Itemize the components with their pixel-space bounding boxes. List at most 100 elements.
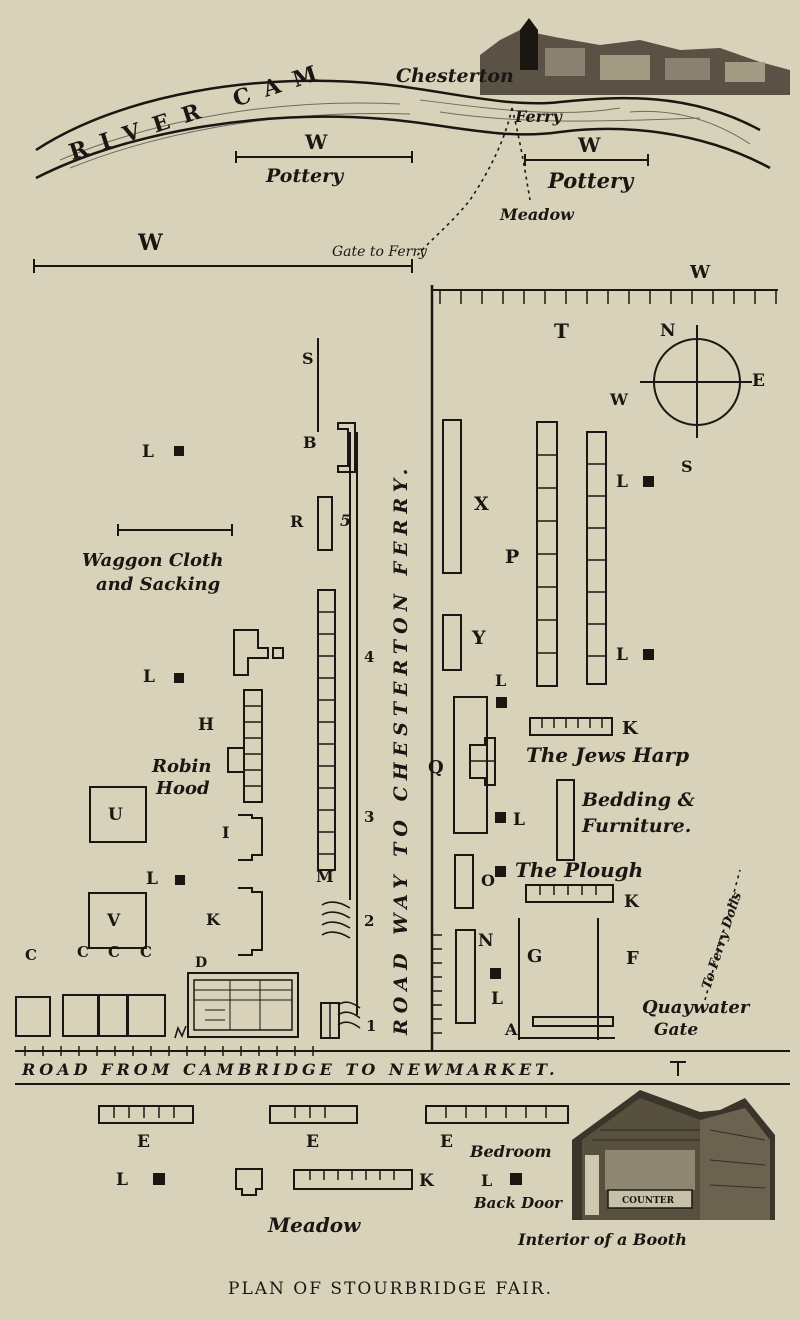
w-marker-2: W — [577, 133, 601, 157]
letter-v: V — [106, 911, 121, 931]
number-3: 3 — [364, 808, 374, 826]
letter-l-6: L — [495, 671, 506, 690]
newmarket-road: ROAD FROM CAMBRIDGE TO NEWMARKET. — [15, 1046, 790, 1085]
letter-k-4: K — [419, 1171, 435, 1191]
road-steps-1 — [337, 1001, 361, 1029]
letter-e-3: E — [440, 1132, 453, 1152]
booth-c-1 — [15, 996, 51, 1037]
robin-hood-label-2: Hood — [155, 778, 210, 799]
letter-e-2: E — [306, 1132, 319, 1152]
and-sacking-label: and Sacking — [96, 574, 220, 595]
letter-c-1: C — [25, 946, 37, 964]
booth-c-2 — [62, 994, 100, 1037]
compass-rose: N E S W — [609, 321, 765, 476]
w-marker-4: W — [689, 262, 711, 283]
back-door-label: Back Door — [473, 1194, 563, 1212]
letter-c-4: C — [140, 943, 152, 961]
number-1: 1 — [366, 1017, 376, 1035]
letter-o: O — [481, 871, 495, 890]
gate-to-ferry-label: Gate to Ferry — [332, 244, 428, 260]
river-name-label: RIVER CAM — [66, 57, 334, 166]
quaywater-label-2: Gate — [654, 1020, 698, 1040]
counter-label: COUNTER — [622, 1196, 675, 1206]
letter-s: S — [302, 349, 314, 368]
booth-e-1 — [98, 1105, 194, 1124]
letter-q: Q — [428, 757, 444, 778]
letter-k-2: K — [622, 718, 639, 739]
meadow-top-label: Meadow — [499, 205, 575, 224]
booth-q — [453, 696, 496, 834]
booth-bedding — [556, 779, 575, 861]
letter-b: B — [303, 433, 317, 452]
booth-o — [454, 854, 474, 909]
booth-u — [89, 786, 147, 843]
number-4: 4 — [364, 648, 374, 666]
booth-c-4 — [126, 994, 166, 1037]
letter-l-8: L — [491, 989, 503, 1009]
robin-hood-booth — [227, 689, 263, 803]
letter-m: M — [316, 867, 334, 886]
booth-jews-harp — [529, 717, 613, 736]
letter-t: T — [554, 319, 569, 343]
compass-w: W — [609, 390, 629, 409]
letter-l-7: L — [513, 810, 525, 830]
letter-k-1: K — [206, 910, 221, 929]
booth-n — [455, 929, 476, 1024]
road-newmarket-label: ROAD FROM CAMBRIDGE TO NEWMARKET. — [21, 1060, 559, 1079]
booth-v — [88, 892, 147, 949]
fence-top — [439, 290, 777, 304]
letter-u: U — [108, 805, 123, 825]
letter-l-5: L — [616, 645, 628, 665]
letter-c-3: C — [108, 943, 120, 961]
road-ticks — [24, 1046, 314, 1056]
road-chesterton-label: ROAD WAY TO CHESTERTON FERRY. — [390, 463, 412, 1036]
pottery-left: Pottery — [235, 151, 413, 187]
pottery-right: Pottery — [524, 154, 649, 193]
booth-row-p-right — [586, 431, 607, 685]
jews-harp-label: The Jews Harp — [526, 743, 689, 767]
booth-x — [442, 419, 462, 574]
letter-c-2: C — [77, 943, 89, 961]
compass-e: E — [752, 371, 765, 391]
meadow-bottom-label: Meadow — [267, 1213, 361, 1237]
letter-l-2: L — [143, 667, 155, 687]
quaywater-label-1: Quaywater — [642, 997, 751, 1018]
bedding-label-2: Furniture. — [581, 815, 691, 837]
booth-plough — [525, 884, 614, 903]
bedding-label-1: Bedding & — [581, 789, 695, 811]
w-marker-1: W — [304, 130, 328, 154]
letter-l-10: L — [481, 1171, 492, 1190]
booth-e-2 — [269, 1105, 358, 1124]
number-2: 2 — [364, 912, 374, 930]
letter-x: X — [474, 493, 489, 515]
waggon-cloth-booth: Waggon Cloth and Sacking — [82, 524, 233, 595]
letter-l-4: L — [616, 472, 628, 492]
number-5: 5 — [340, 511, 351, 530]
plan-title: PLAN OF STOURBRIDGE FAIR. — [228, 1279, 553, 1299]
letter-f: F — [626, 948, 639, 969]
ferry-label: Ferry — [514, 107, 564, 126]
chesterton-village-illustration — [480, 18, 790, 95]
pottery-left-label: Pottery — [265, 165, 345, 187]
chesterton-label: Chesterton — [396, 65, 514, 87]
letter-l-3: L — [146, 869, 158, 889]
letter-h: H — [198, 715, 214, 735]
letter-k-3: K — [624, 892, 640, 912]
booth-interior-illustration: COUNTER — [572, 1090, 775, 1220]
booth-c-3 — [97, 994, 129, 1037]
letter-n: N — [478, 931, 494, 951]
booth-k-4 — [293, 1169, 413, 1190]
pottery-right-label: Pottery — [547, 168, 635, 193]
letter-e-1: E — [137, 1132, 150, 1152]
letter-y: Y — [471, 627, 486, 649]
letter-d: D — [195, 955, 207, 971]
letter-g: G — [527, 946, 542, 967]
central-booth-row — [317, 589, 336, 871]
letter-l-1: L — [142, 442, 154, 462]
plough-label: The Plough — [515, 858, 643, 882]
booth-row-p-left — [536, 421, 558, 687]
w-marker-3: W — [137, 230, 163, 256]
letter-l-9: L — [116, 1170, 128, 1190]
letter-r: R — [290, 512, 304, 531]
